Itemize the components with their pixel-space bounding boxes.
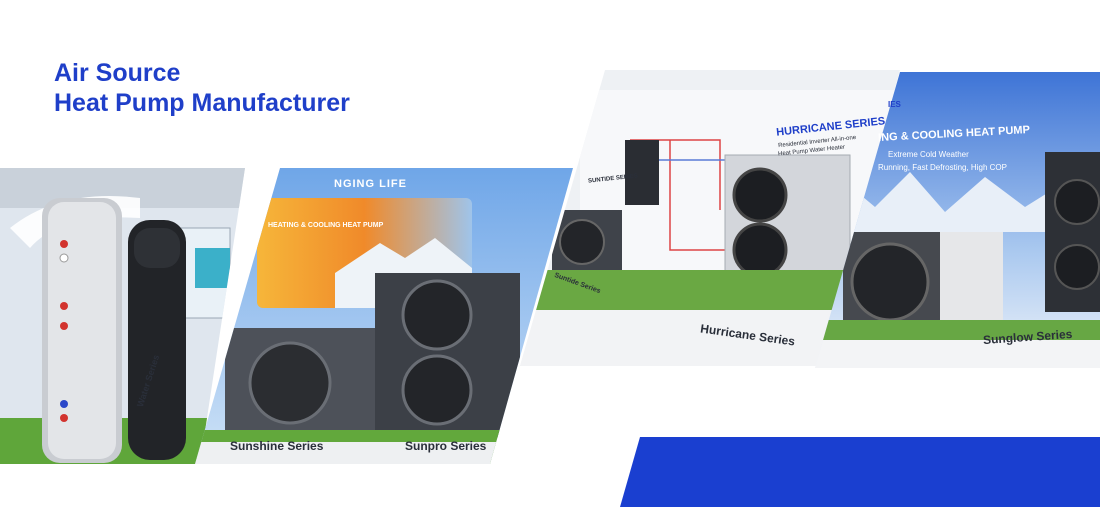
sunglow-sub-2: Running, Fast Defrosting, High COP [878,163,1007,172]
blue-accent-band [620,437,1100,507]
sunglow-sub-1: Extreme Cold Weather [888,150,969,159]
sunshine-scene [195,168,573,464]
sunglow-scene [815,72,1100,368]
sunshine-banner: NGING LIFE [334,178,407,190]
water-heater-scene [0,168,245,464]
headline-line-2: Heat Pump Manufacturer [54,89,350,117]
photo-sunshine-sunpro [195,168,573,464]
photo-water-heater [0,168,245,464]
headline: Air Source Heat Pump Manufacturer [54,58,350,118]
sunpro-series-label: Sunpro Series [405,439,487,453]
sunglow-tag: IES [888,100,901,109]
sunshine-sub-banner: HEATING & COOLING HEAT PUMP [268,222,384,229]
photo-sunglow [815,72,1100,368]
headline-line-1: Air Source [54,59,181,87]
sunshine-series-label: Sunshine Series [230,439,324,453]
